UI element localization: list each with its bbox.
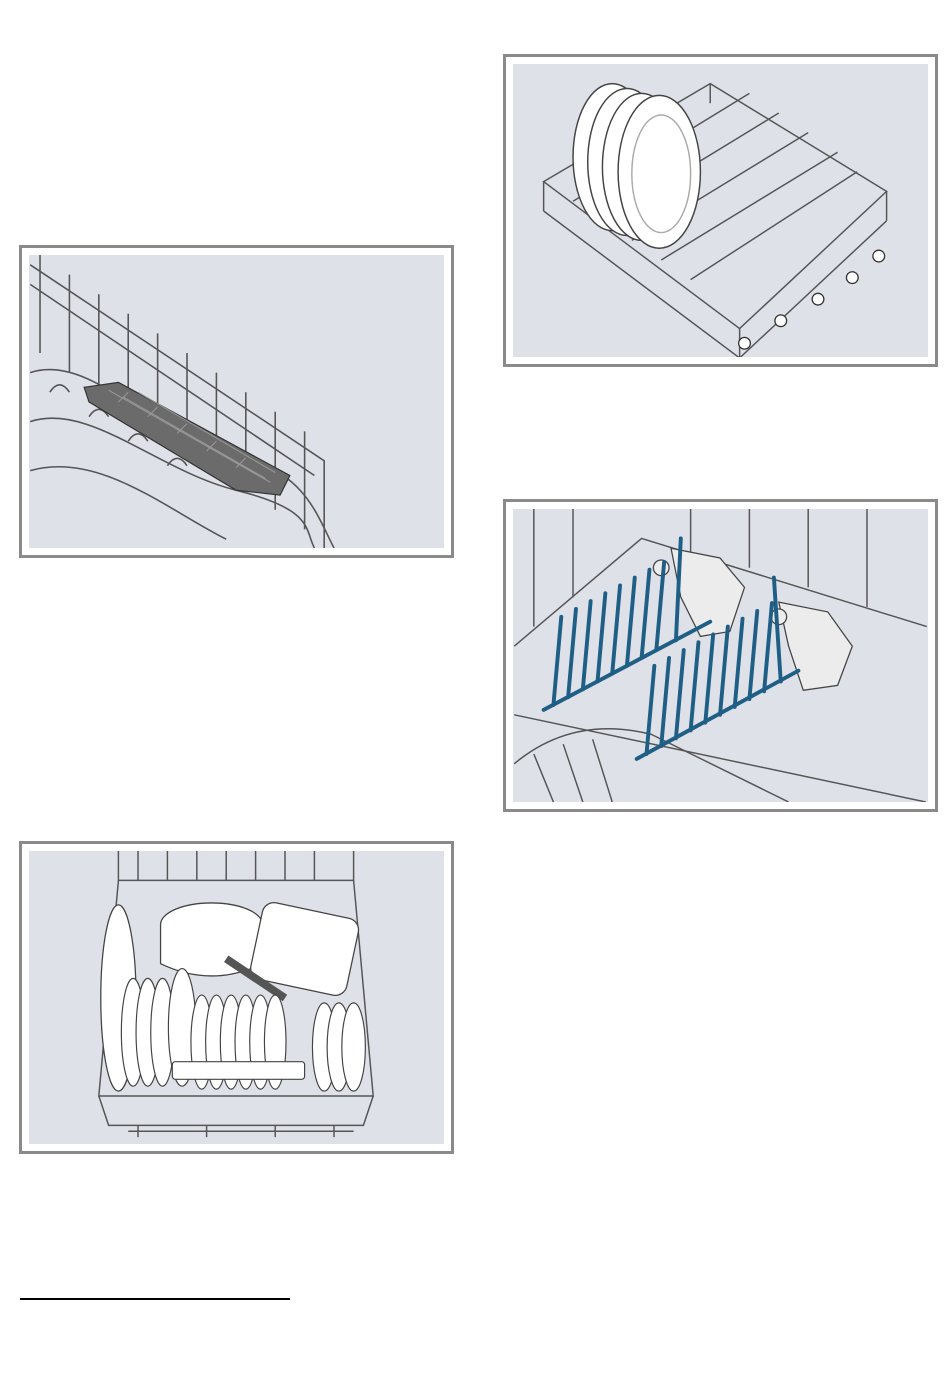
loaded-basket-svg [29, 851, 444, 1144]
folding-tines-illustration-icon [513, 509, 928, 802]
lower-basket-svg [513, 64, 928, 357]
rack-insert-illustration-icon [29, 255, 444, 548]
rack-insert-svg [29, 255, 444, 548]
figure-folding-tines [503, 499, 938, 812]
loaded-basket-illustration-icon [29, 851, 444, 1144]
figure-loaded-basket [19, 841, 454, 1154]
folding-tines-svg [513, 509, 928, 802]
footnote-rule [20, 1298, 290, 1300]
figure-lower-basket-plates [503, 54, 938, 367]
figure-rack-insert [19, 245, 454, 558]
lower-basket-plates-illustration-icon [513, 64, 928, 357]
